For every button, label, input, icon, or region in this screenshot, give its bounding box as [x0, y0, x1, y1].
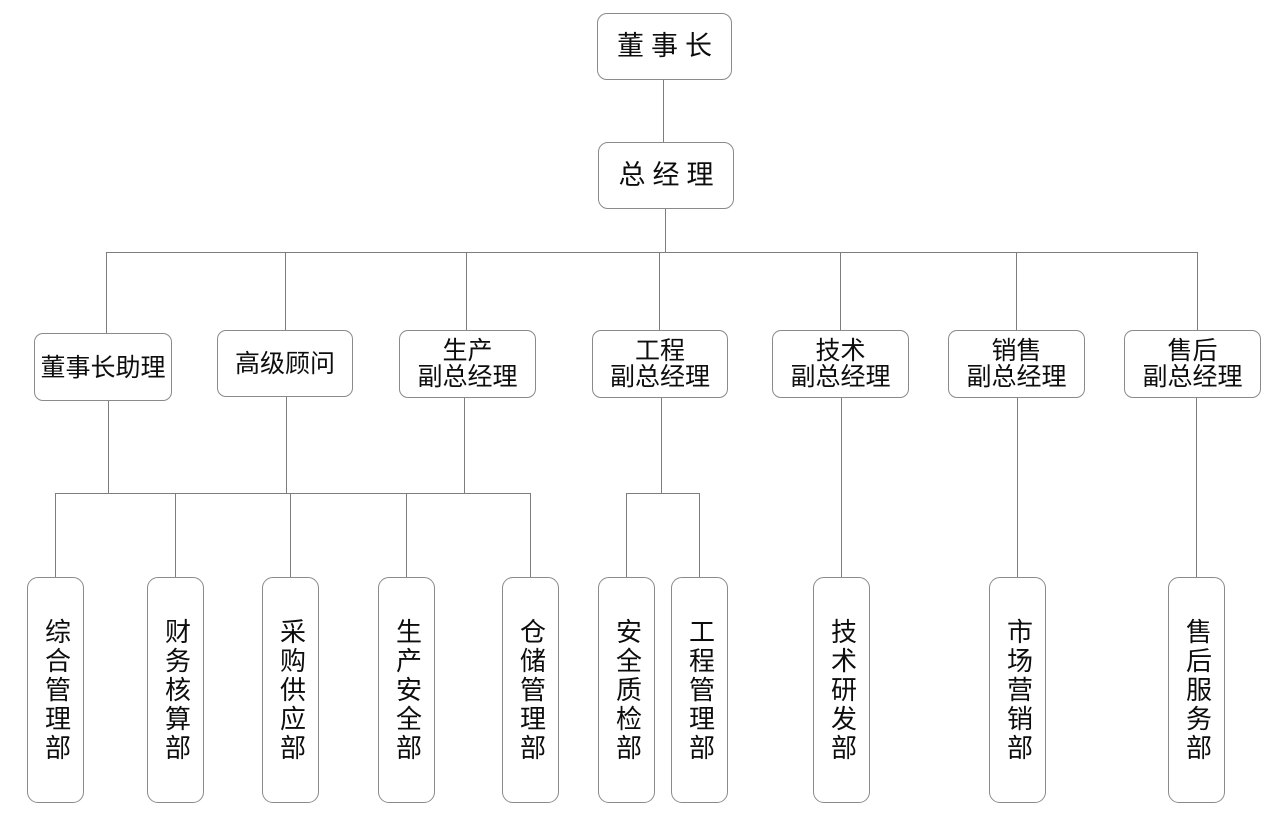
- node-vp-engineering-line1: 工程: [634, 335, 685, 365]
- connector-engineering-sub-bus: [626, 493, 699, 495]
- connector-sub-bus-to-dept-admin: [55, 493, 57, 578]
- node-vp-technology-label: 技术 副总经理: [790, 335, 891, 391]
- connector-bus-to-vp-production: [466, 252, 468, 330]
- node-vp-sales[interactable]: 销售 副总经理: [948, 330, 1085, 398]
- node-dept-service[interactable]: 售后服务部: [1168, 577, 1225, 803]
- node-dept-marketing-label: 市场营销部: [1002, 617, 1033, 763]
- node-vp-aftersales-label: 售后 副总经理: [1142, 335, 1243, 391]
- node-dept-research-dev[interactable]: 技术研发部: [813, 577, 870, 803]
- node-vp-aftersales[interactable]: 售后 副总经理: [1124, 330, 1261, 398]
- node-dept-service-label: 售后服务部: [1181, 617, 1212, 763]
- connector-bus-to-vp-aftersales: [1197, 252, 1199, 330]
- connector-left-sub-bus: [55, 493, 531, 495]
- node-vp-production-line2: 副总经理: [417, 362, 518, 391]
- connector-vp-production-down: [464, 398, 466, 494]
- node-dept-quality-check-label: 安全质检部: [611, 617, 642, 763]
- connector-chair-assistant-down: [108, 401, 110, 494]
- connector-vp-aftersales-to-dept-service: [1196, 398, 1198, 578]
- node-dept-finance[interactable]: 财务核算部: [147, 577, 204, 803]
- connector-bus-to-vp-engineering: [659, 252, 661, 330]
- connector-gm-to-bus: [665, 209, 667, 253]
- node-chair-assistant-label: 董事长助理: [40, 352, 166, 382]
- connector-chairman-to-gm: [663, 80, 665, 142]
- node-dept-purchase[interactable]: 采购供应部: [262, 577, 319, 803]
- node-dept-production-safety[interactable]: 生产安全部: [378, 577, 435, 803]
- node-dept-warehouse[interactable]: 仓储管理部: [502, 577, 559, 803]
- node-vp-production[interactable]: 生产 副总经理: [399, 330, 536, 398]
- node-dept-warehouse-label: 仓储管理部: [515, 617, 546, 763]
- node-vp-engineering-label: 工程 副总经理: [609, 335, 710, 391]
- node-vp-engineering[interactable]: 工程 副总经理: [592, 330, 728, 398]
- connector-sub-bus-to-dept-warehouse: [530, 493, 532, 578]
- connector-sub-bus-to-dept-finance: [175, 493, 177, 578]
- node-dept-marketing[interactable]: 市场营销部: [989, 577, 1046, 803]
- node-vp-production-label: 生产 副总经理: [417, 335, 518, 391]
- node-vp-aftersales-line2: 副总经理: [1142, 362, 1243, 391]
- node-chair-assistant[interactable]: 董事长助理: [34, 333, 172, 401]
- node-vp-sales-line1: 销售: [991, 335, 1042, 365]
- node-chairman[interactable]: 董事长: [597, 13, 732, 80]
- node-dept-quality-check[interactable]: 安全质检部: [598, 577, 655, 803]
- connector-sub-bus-to-dept-quality-check: [626, 493, 628, 578]
- node-general-manager[interactable]: 总经理: [598, 142, 734, 209]
- node-dept-finance-label: 财务核算部: [160, 617, 191, 763]
- node-vp-technology-line2: 副总经理: [790, 362, 891, 391]
- node-dept-engineering-mgmt-label: 工程管理部: [684, 617, 715, 763]
- node-dept-research-dev-label: 技术研发部: [826, 617, 857, 763]
- node-senior-advisor[interactable]: 高级顾问: [217, 330, 353, 397]
- connector-main-bus: [106, 252, 1198, 254]
- node-dept-admin[interactable]: 综合管理部: [27, 577, 84, 803]
- connector-senior-advisor-down: [286, 397, 288, 494]
- connector-bus-to-chair-assistant: [106, 252, 108, 333]
- node-vp-sales-label: 销售 副总经理: [966, 335, 1067, 391]
- node-chairman-label: 董事长: [617, 31, 719, 62]
- connector-vp-sales-to-dept-marketing: [1017, 398, 1019, 578]
- connector-vp-engineering-down: [661, 398, 663, 494]
- node-dept-admin-label: 综合管理部: [40, 617, 71, 763]
- node-vp-technology[interactable]: 技术 副总经理: [772, 330, 909, 398]
- node-vp-technology-line1: 技术: [815, 335, 866, 365]
- connector-sub-bus-to-dept-purchase: [290, 493, 292, 578]
- node-senior-advisor-label: 高级顾问: [234, 349, 335, 378]
- connector-bus-to-vp-sales: [1016, 252, 1018, 330]
- node-dept-purchase-label: 采购供应部: [275, 617, 306, 763]
- connector-bus-to-vp-technology: [840, 252, 842, 330]
- node-vp-engineering-line2: 副总经理: [609, 362, 710, 391]
- connector-vp-technology-to-dept-rd: [841, 398, 843, 578]
- node-dept-production-safety-label: 生产安全部: [391, 617, 422, 763]
- node-dept-engineering-mgmt[interactable]: 工程管理部: [671, 577, 728, 803]
- node-general-manager-label: 总经理: [618, 160, 721, 191]
- connector-sub-bus-to-dept-engineering-mgmt: [699, 493, 701, 578]
- node-vp-production-line1: 生产: [442, 335, 493, 365]
- connector-sub-bus-to-dept-production-safety: [406, 493, 408, 578]
- node-vp-sales-line2: 副总经理: [966, 362, 1067, 391]
- node-vp-aftersales-line1: 售后: [1167, 335, 1218, 365]
- connector-bus-to-senior-advisor: [285, 252, 287, 333]
